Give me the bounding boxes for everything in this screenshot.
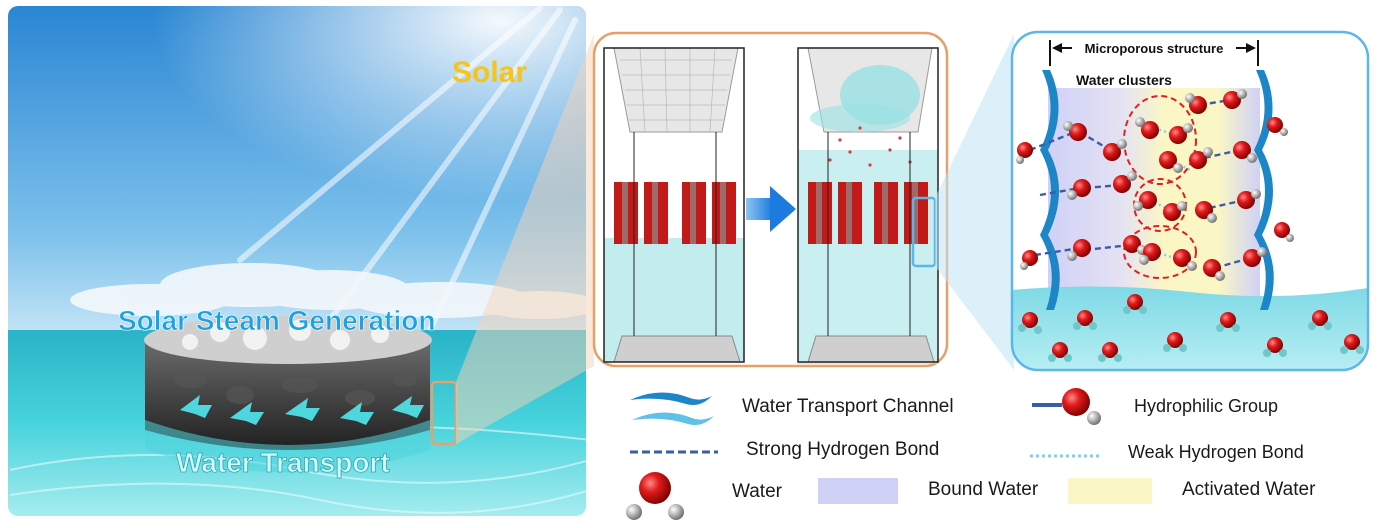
zoom-panel-frame <box>1010 30 1370 372</box>
legend-activated-water-label: Activated Water <box>1182 479 1316 500</box>
legend-strong-bond-label: Strong Hydrogen Bond <box>746 439 940 460</box>
legend-bound-water-label: Bound Water <box>928 479 1039 500</box>
water-clusters-label: Water clusters <box>1076 72 1172 88</box>
water-molecules <box>1016 89 1364 362</box>
legend-bound-water-swatch <box>818 478 898 504</box>
md-box-initial <box>603 47 745 363</box>
transport-arrows <box>180 395 424 425</box>
microporous-label: Microporous structure <box>1085 41 1224 56</box>
transport-label: Water Transport <box>176 447 390 478</box>
md-simulation-panel <box>592 31 949 368</box>
evaporator-block <box>144 316 432 473</box>
solar-scene: Solar Solar Steam Generation Water Trans… <box>8 6 586 516</box>
legend-water-icon <box>626 472 684 520</box>
sun-rays <box>237 6 578 333</box>
legend-activated-water-swatch <box>1068 478 1152 504</box>
legend-channel-label: Water Transport Channel <box>742 396 954 417</box>
legend-water-label: Water <box>732 481 782 502</box>
zoom-cone-orange <box>456 34 594 444</box>
legend <box>626 388 1152 520</box>
legend-hydrophilic-label: Hydrophilic Group <box>1134 396 1279 416</box>
md-box-evaporated <box>797 47 939 364</box>
molecular-zoom-panel: Microporous structure Water clusters <box>1010 30 1370 372</box>
zoom-cone-blue <box>935 34 1014 370</box>
legend-weak-bond-label: Weak Hydrogen Bond <box>1128 442 1304 462</box>
steam-label: Solar Steam Generation <box>118 305 435 336</box>
solar-label: Solar <box>452 56 527 89</box>
legend-hydrophilic-icon <box>1032 388 1101 425</box>
transition-arrow <box>746 186 796 232</box>
legend-channel-icon <box>630 392 714 425</box>
